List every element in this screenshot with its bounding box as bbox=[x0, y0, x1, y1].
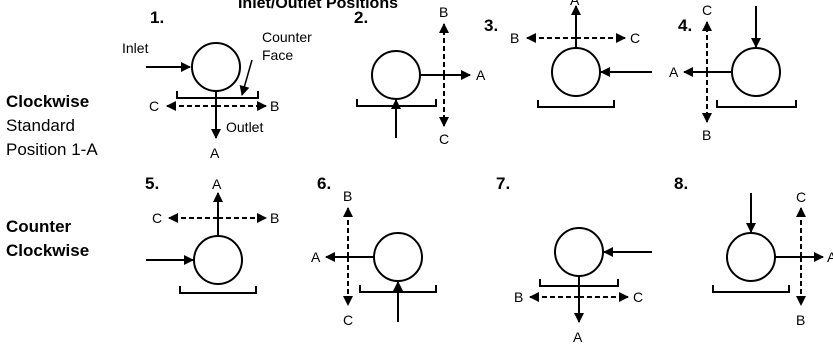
position-1-label-a: A bbox=[210, 145, 220, 161]
position-4-label-b: B bbox=[702, 127, 711, 143]
row-label-counter-clockwise: Counter Clockwise bbox=[6, 217, 89, 260]
position-8-housing-circle bbox=[726, 232, 776, 282]
position-6-number: 6. bbox=[317, 174, 331, 193]
position-8-label-a: A bbox=[827, 249, 833, 265]
position-5-number: 5. bbox=[145, 174, 159, 193]
counter-face-callout-2: Face bbox=[262, 47, 293, 63]
diagram-title: Inlet/Outlet Positions bbox=[238, 0, 398, 12]
position-7-label-b: B bbox=[514, 289, 523, 305]
inlet-callout: Inlet bbox=[122, 40, 149, 56]
position-3-housing-circle bbox=[551, 47, 601, 97]
row-label-counter: Counter bbox=[6, 217, 72, 236]
position-5-label-c: C bbox=[152, 210, 162, 226]
position-1-base-bracket bbox=[176, 91, 259, 99]
position-3-base-bracket bbox=[537, 100, 615, 108]
position-7: 7. B C A bbox=[496, 174, 652, 345]
position-5-housing-circle bbox=[193, 235, 243, 285]
position-6-label-c: C bbox=[343, 312, 353, 328]
position-5-label-a: A bbox=[212, 176, 222, 192]
position-4-label-c: C bbox=[702, 2, 712, 18]
counter-face-leader bbox=[239, 59, 253, 96]
position-4-housing-circle bbox=[731, 47, 781, 97]
position-2: 2. B A C bbox=[354, 4, 486, 147]
position-2-housing-circle bbox=[371, 50, 421, 100]
position-6-housing-circle bbox=[373, 232, 423, 282]
row-label-clockwise-position: Position 1-A bbox=[6, 140, 98, 159]
position-5-base-bracket bbox=[179, 286, 257, 294]
position-1-label-c: C bbox=[149, 98, 159, 114]
position-3-number: 3. bbox=[484, 16, 498, 35]
position-3-label-b: B bbox=[510, 30, 519, 46]
position-2-number: 2. bbox=[354, 8, 368, 27]
position-6-label-a: A bbox=[311, 249, 321, 265]
row-label-clockwise-2: Clockwise bbox=[6, 241, 89, 260]
position-7-housing-circle bbox=[554, 227, 604, 277]
position-4-number: 4. bbox=[678, 16, 692, 35]
position-4-label-a: A bbox=[669, 64, 679, 80]
position-7-number: 7. bbox=[496, 174, 510, 193]
position-3-label-a: A bbox=[570, 0, 580, 8]
row-label-clockwise-title: Clockwise bbox=[6, 92, 89, 111]
position-6: 6. B A C bbox=[311, 174, 437, 328]
position-8-base-bracket bbox=[712, 285, 790, 293]
position-1: 1. C B A Inlet Counter Face Outlet bbox=[122, 8, 312, 161]
position-8-label-c: C bbox=[796, 189, 806, 205]
position-1-number: 1. bbox=[150, 8, 164, 27]
position-1-label-b: B bbox=[270, 98, 279, 114]
position-4-base-bracket bbox=[716, 100, 797, 108]
position-3: 3. A B C bbox=[484, 0, 652, 108]
position-7-label-c: C bbox=[633, 289, 643, 305]
position-7-label-a: A bbox=[573, 329, 583, 345]
position-2-label-c: C bbox=[439, 131, 449, 147]
outlet-callout: Outlet bbox=[226, 119, 263, 135]
row-label-clockwise-standard: Standard bbox=[6, 116, 75, 135]
position-8: 8. C A B bbox=[674, 174, 833, 328]
row-label-clockwise: Clockwise Standard Position 1-A bbox=[6, 92, 98, 159]
position-5-label-b: B bbox=[270, 210, 279, 226]
counter-face-callout-1: Counter bbox=[262, 29, 312, 45]
position-4: 4. C A B bbox=[669, 2, 797, 143]
position-6-label-b: B bbox=[343, 188, 352, 204]
position-8-number: 8. bbox=[674, 174, 688, 193]
position-2-label-b: B bbox=[439, 4, 448, 20]
position-8-label-b: B bbox=[796, 312, 805, 328]
position-5: 5. A C B bbox=[145, 174, 279, 294]
position-3-label-c: C bbox=[630, 30, 640, 46]
position-1-housing-circle bbox=[191, 42, 241, 92]
position-2-label-a: A bbox=[476, 67, 486, 83]
